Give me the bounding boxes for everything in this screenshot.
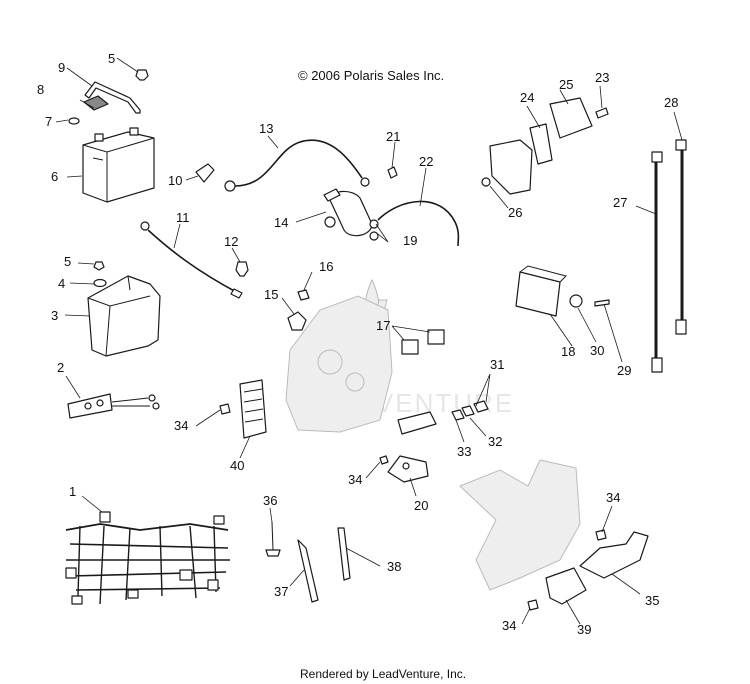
callout-34-bracket: 34 [348, 472, 362, 487]
part-screw-29 [594, 299, 610, 307]
copyright-notice: © 2006 Polaris Sales Inc. [298, 68, 445, 83]
callout-13: 13 [259, 121, 273, 136]
part-push-clip [265, 521, 281, 557]
callout-20: 20 [414, 498, 428, 513]
callout-29: 29 [617, 363, 631, 378]
callout-3: 3 [51, 308, 58, 323]
part-terminal-boot [195, 163, 215, 183]
part-bracket-35 [579, 531, 649, 579]
callout-34-bottom: 34 [502, 618, 516, 633]
part-relay-bracket [481, 97, 593, 195]
callout-1: 1 [69, 484, 76, 499]
callout-17: 17 [376, 318, 390, 333]
callout-28: 28 [664, 95, 678, 110]
part-fuse-box [239, 379, 267, 439]
part-battery-cable [224, 139, 370, 192]
callout-19: 19 [403, 233, 417, 248]
callout-14: 14 [274, 215, 288, 230]
callout-12: 12 [224, 234, 238, 249]
part-leads [651, 139, 687, 373]
callout-4: 4 [58, 276, 65, 291]
part-battery-strap [84, 81, 141, 114]
callout-26: 26 [508, 205, 522, 220]
callout-9: 9 [58, 60, 65, 75]
callout-5-upper: 5 [108, 51, 115, 66]
part-frame [285, 295, 393, 433]
callout-5-lower: 5 [64, 254, 71, 269]
part-bolt [135, 69, 149, 81]
callout-23: 23 [595, 70, 609, 85]
callout-24: 24 [520, 90, 534, 105]
part-module [515, 265, 567, 317]
callout-labels: 1 2 3 4 5 5 6 7 8 9 10 11 12 13 14 15 16… [37, 51, 678, 637]
callout-6: 6 [51, 169, 58, 184]
callout-25: 25 [559, 77, 573, 92]
callout-2: 2 [57, 360, 64, 375]
callout-18: 18 [561, 344, 575, 359]
callout-40: 40 [230, 458, 244, 473]
part-relays [401, 329, 445, 355]
part-screw-16 [297, 289, 310, 301]
part-bolt-lower [93, 261, 105, 271]
part-screw-34a [219, 403, 231, 415]
part-rear-frame [459, 459, 581, 591]
callout-16: 16 [319, 259, 333, 274]
part-screw [387, 166, 398, 179]
callout-27: 27 [613, 195, 627, 210]
part-screw-34b [379, 455, 389, 465]
callout-33: 33 [457, 444, 471, 459]
part-bolt-23 [595, 107, 609, 119]
part-clip [569, 294, 583, 308]
leader-lines [55, 57, 683, 625]
part-washer-lower [93, 278, 107, 288]
callout-31: 31 [490, 357, 504, 372]
callout-34-fuse: 34 [174, 418, 188, 433]
part-cable-tie-short [337, 527, 351, 581]
callout-35: 35 [645, 593, 659, 608]
part-cable-clamp [287, 311, 307, 331]
callout-30: 30 [590, 343, 604, 358]
part-positive-cable [377, 200, 460, 247]
part-connectors [397, 400, 489, 435]
callout-7: 7 [45, 114, 52, 129]
callout-10: 10 [168, 173, 182, 188]
callout-22: 22 [419, 154, 433, 169]
callout-37: 37 [274, 584, 288, 599]
part-cover-plate [545, 567, 587, 605]
part-solenoid [323, 188, 373, 237]
part-screw-34d [527, 599, 539, 611]
callout-15: 15 [264, 287, 278, 302]
part-bracket-20 [387, 455, 429, 483]
callout-32: 32 [488, 434, 502, 449]
part-battery-hold-strap [67, 393, 160, 419]
part-ground-stud [235, 261, 249, 277]
callout-8: 8 [37, 82, 44, 97]
callout-21: 21 [386, 129, 400, 144]
callout-39: 39 [577, 622, 591, 637]
part-screw-34c [595, 529, 607, 541]
callout-38: 38 [387, 559, 401, 574]
callout-34-right: 34 [606, 490, 620, 505]
callout-11: 11 [176, 210, 190, 225]
part-battery-box [87, 275, 161, 357]
part-cable-tie-long [297, 539, 319, 603]
render-credit: Rendered by LeadVenture, Inc. [300, 667, 467, 681]
part-wiring-harness [65, 511, 230, 605]
part-ground-cable [140, 221, 243, 299]
part-washer [68, 117, 80, 125]
callout-36: 36 [263, 493, 277, 508]
part-nuts [369, 219, 379, 241]
part-pad [83, 95, 109, 111]
part-battery [82, 127, 155, 203]
